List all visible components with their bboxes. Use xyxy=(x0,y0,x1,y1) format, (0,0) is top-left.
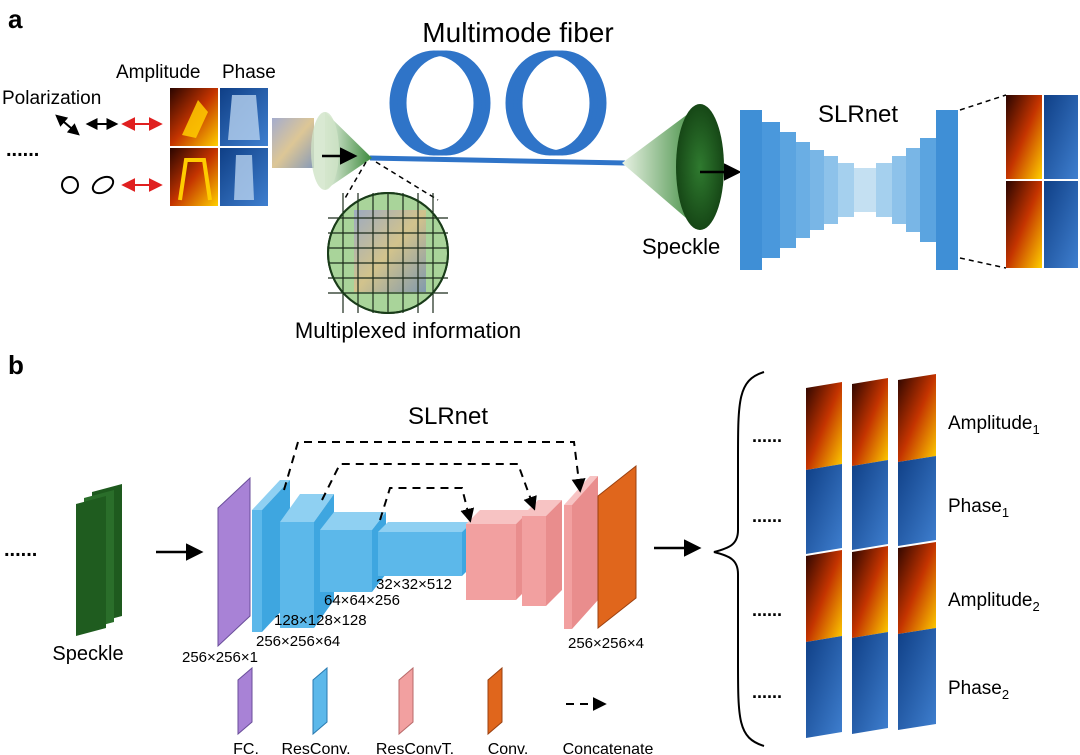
ph2-text: Phase xyxy=(948,678,1002,699)
multimode-fiber-coils xyxy=(389,50,607,156)
resconvt-layer-3 xyxy=(564,476,598,629)
output-phase-image-2 xyxy=(1044,181,1078,268)
panel-b-dots-left: ...... xyxy=(4,539,37,561)
slrnet-label-b: SLRnet xyxy=(408,403,488,430)
ph1-text: Phase xyxy=(948,496,1002,517)
phase-shape-2 xyxy=(234,155,254,200)
resconvt-layer-1 xyxy=(466,510,530,600)
legend-resconvt-label: ResConvT. xyxy=(376,741,454,755)
output-speckle-face xyxy=(676,104,724,230)
zoom-line-left xyxy=(343,161,367,201)
panel-b-letter: b xyxy=(8,350,24,380)
dim-256x256x1: 256×256×1 xyxy=(182,649,258,666)
output-row-phase-2: ...... xyxy=(752,628,936,738)
multiplexed-grid-circle xyxy=(327,192,449,314)
ph2-sub: 2 xyxy=(1002,687,1009,702)
amp-shape-2 xyxy=(178,158,212,201)
dim-32x32x512: 32×32×512 xyxy=(376,576,452,593)
multiplexed-square xyxy=(272,118,314,168)
resconvt-layer-2 xyxy=(522,500,562,606)
amp1-sub: 1 xyxy=(1033,422,1040,437)
skip-connections xyxy=(283,441,586,523)
circular-polarization-icon xyxy=(61,176,79,194)
dim-256x256x4: 256×256×4 xyxy=(568,635,644,652)
speckle-label-a: Speckle xyxy=(642,234,720,259)
output-label-phase-2: Phase2 xyxy=(948,678,1009,702)
output-label-amplitude-1: Amplitude1 xyxy=(948,413,1040,437)
legend-conv-label: Conv. xyxy=(488,741,529,755)
phase-shape-1 xyxy=(228,95,260,140)
fc-layer xyxy=(217,476,251,648)
conv-layer xyxy=(597,464,637,630)
row4-dots: ...... xyxy=(752,682,782,702)
speckle-label-b: Speckle xyxy=(52,643,123,665)
dim-64x64x256: 64×64×256 xyxy=(324,592,400,609)
out-zoom-bottom xyxy=(959,257,1007,269)
diag-polarization-arrow xyxy=(55,114,80,136)
fiber-title: Multimode fiber xyxy=(422,17,613,48)
legend-concat-label: Concatenate xyxy=(563,741,654,755)
legend-fc-label: FC. xyxy=(233,741,259,755)
out-zoom-top xyxy=(959,94,1007,111)
elliptical-polarization-icon xyxy=(91,175,115,195)
dim-256x256x64: 256×256×64 xyxy=(256,633,340,650)
slrnet-3d-blocks-a xyxy=(740,110,958,270)
panel-a-dots: ...... xyxy=(6,139,39,161)
amp2-text: Amplitude xyxy=(948,590,1033,611)
panel-a-letter: a xyxy=(8,4,23,34)
input-cone-face xyxy=(311,112,339,190)
legend-resconvt-swatch xyxy=(398,666,414,736)
ph1-sub: 1 xyxy=(1002,505,1009,520)
dim-128x128x128: 128×128×128 xyxy=(274,612,367,629)
fiber-line xyxy=(369,155,626,166)
row2-dots: ...... xyxy=(752,506,782,526)
slrnet-label-a: SLRnet xyxy=(818,101,898,128)
output-row-amplitude-1: ...... xyxy=(752,374,936,470)
phase-label: Phase xyxy=(222,62,276,83)
output-label-amplitude-2: Amplitude2 xyxy=(948,590,1040,614)
row3-dots: ...... xyxy=(752,600,782,620)
output-phase-image-1 xyxy=(1044,95,1078,179)
output-amplitude-image-2 xyxy=(1006,181,1042,268)
resconv-layer-4 xyxy=(378,522,472,576)
speckle-stack xyxy=(76,484,122,636)
zoom-line-right xyxy=(375,161,439,201)
legend-resconv-swatch xyxy=(312,666,328,736)
legend-resconv-label: ResConv. xyxy=(281,741,350,755)
polarization-label: Polarization xyxy=(2,88,101,109)
row1-dots: ...... xyxy=(752,426,782,446)
output-row-amplitude-2: ...... xyxy=(752,542,936,642)
multiplexed-label: Multiplexed information xyxy=(295,318,521,343)
amp1-text: Amplitude xyxy=(948,413,1033,434)
legend-conv-swatch xyxy=(487,666,503,736)
amplitude-label: Amplitude xyxy=(116,62,201,83)
amp2-sub: 2 xyxy=(1033,599,1040,614)
amp-shape-1 xyxy=(182,100,208,138)
output-brace xyxy=(713,371,765,747)
legend-fc-swatch xyxy=(237,666,253,736)
output-amplitude-image-1 xyxy=(1006,95,1042,179)
output-row-phase-1: ...... xyxy=(752,456,936,554)
output-label-phase-1: Phase1 xyxy=(948,496,1009,520)
